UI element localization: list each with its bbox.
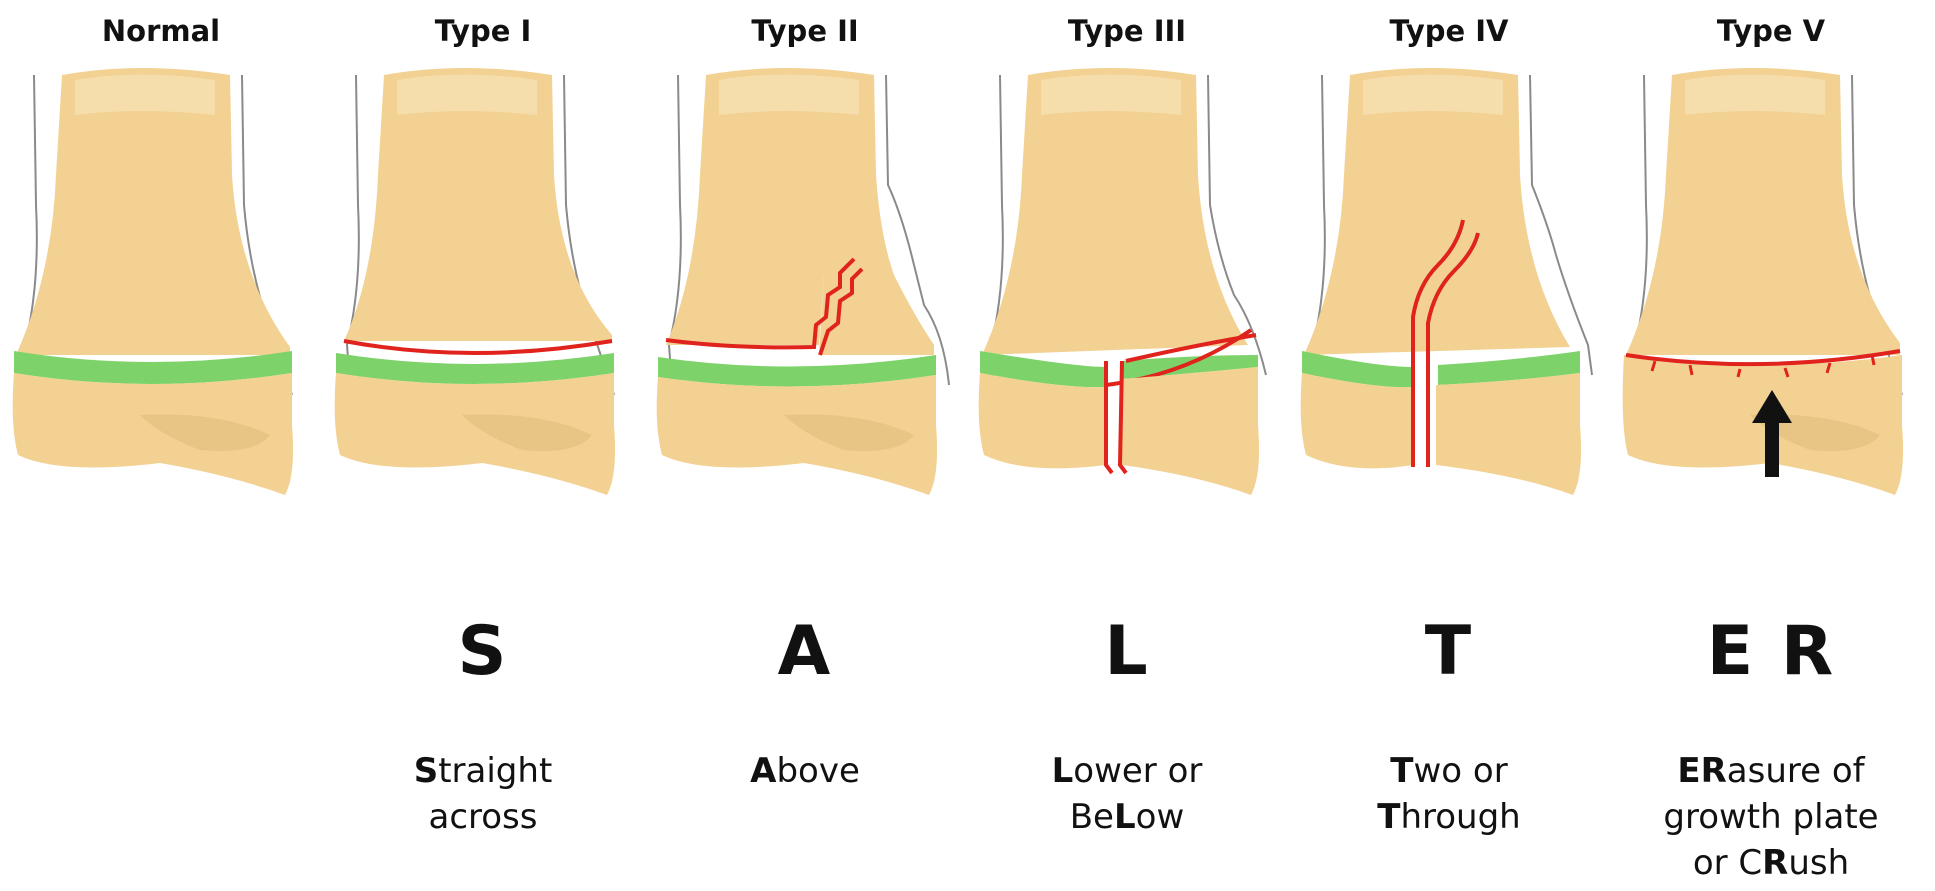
bone-highlight (397, 75, 537, 116)
bone-illustration-type-4 (1288, 55, 1610, 575)
panel-normal: Normal (0, 0, 322, 891)
description-line: growth plate (1610, 794, 1932, 840)
mnemonic-highlight: ER (1677, 751, 1726, 791)
panel-type-2: Type II A Above (644, 0, 966, 891)
bone-highlight (719, 75, 859, 116)
mnemonic-highlight: S (414, 751, 439, 791)
bone-highlight (75, 75, 215, 116)
mnemonic-highlight: A (750, 751, 776, 791)
panel-title: Type IV (1288, 14, 1610, 48)
mnemonic-letter: A (644, 612, 966, 691)
description-text: hrough (1400, 797, 1520, 837)
mnemonic-letter: S (322, 612, 644, 691)
description-line: BeLow (966, 794, 1288, 840)
bone-illustration-type-1 (322, 55, 644, 575)
description-text: bove (776, 751, 859, 791)
bone-illustration-type-5 (1610, 55, 1932, 575)
description-text: asure of (1727, 751, 1865, 791)
description-line: Two or (1288, 748, 1610, 794)
description-line: Through (1288, 794, 1610, 840)
mnemonic-highlight: T (1377, 797, 1400, 837)
bone-illustration-type-2 (644, 55, 966, 575)
description-text: traight (438, 751, 552, 791)
fracture-line (344, 341, 612, 353)
mnemonic-highlight: L (1052, 751, 1074, 791)
panel-title: Type III (966, 14, 1288, 48)
description-text: wo or (1414, 751, 1508, 791)
epiphysis (1301, 373, 1413, 468)
mnemonic-highlight: T (1390, 751, 1413, 791)
description-text: or C (1693, 843, 1762, 883)
mnemonic-description: Above (644, 748, 966, 794)
panel-title: Type II (644, 14, 966, 48)
panel-title: Type V (1610, 14, 1932, 48)
description-text: growth plate (1663, 797, 1878, 837)
description-line: Straight (322, 748, 644, 794)
description-line: ERasure of (1610, 748, 1932, 794)
description-line: across (322, 794, 644, 840)
epiphysis (979, 373, 1106, 468)
mnemonic-highlight: L (1114, 797, 1136, 837)
description-line: or CRush (1610, 840, 1932, 886)
mnemonic-letter: L (966, 612, 1288, 691)
description-text: Be (1070, 797, 1114, 837)
description-text: ush (1788, 843, 1849, 883)
mnemonic-highlight: R (1762, 843, 1788, 883)
fracture-line (1106, 361, 1112, 473)
panel-title: Normal (0, 14, 322, 48)
mnemonic-letter: E R (1610, 612, 1932, 691)
mnemonic-letter: T (1288, 612, 1610, 691)
bone-highlight (1685, 75, 1825, 116)
description-text: ower or (1073, 751, 1202, 791)
metaphysis-fragment (819, 275, 934, 355)
epiphysis-fragment (1122, 367, 1259, 495)
bone-illustration-type-3 (966, 55, 1288, 575)
bone-highlight (1041, 75, 1181, 116)
panel-title: Type I (322, 14, 644, 48)
bone-highlight (1363, 75, 1503, 116)
epiphysis-fragment (1436, 373, 1581, 495)
description-line: Above (644, 748, 966, 794)
description-text: across (429, 797, 538, 837)
description-text: ow (1136, 797, 1185, 837)
description-line: Lower or (966, 748, 1288, 794)
bone-illustration-normal (0, 55, 322, 575)
